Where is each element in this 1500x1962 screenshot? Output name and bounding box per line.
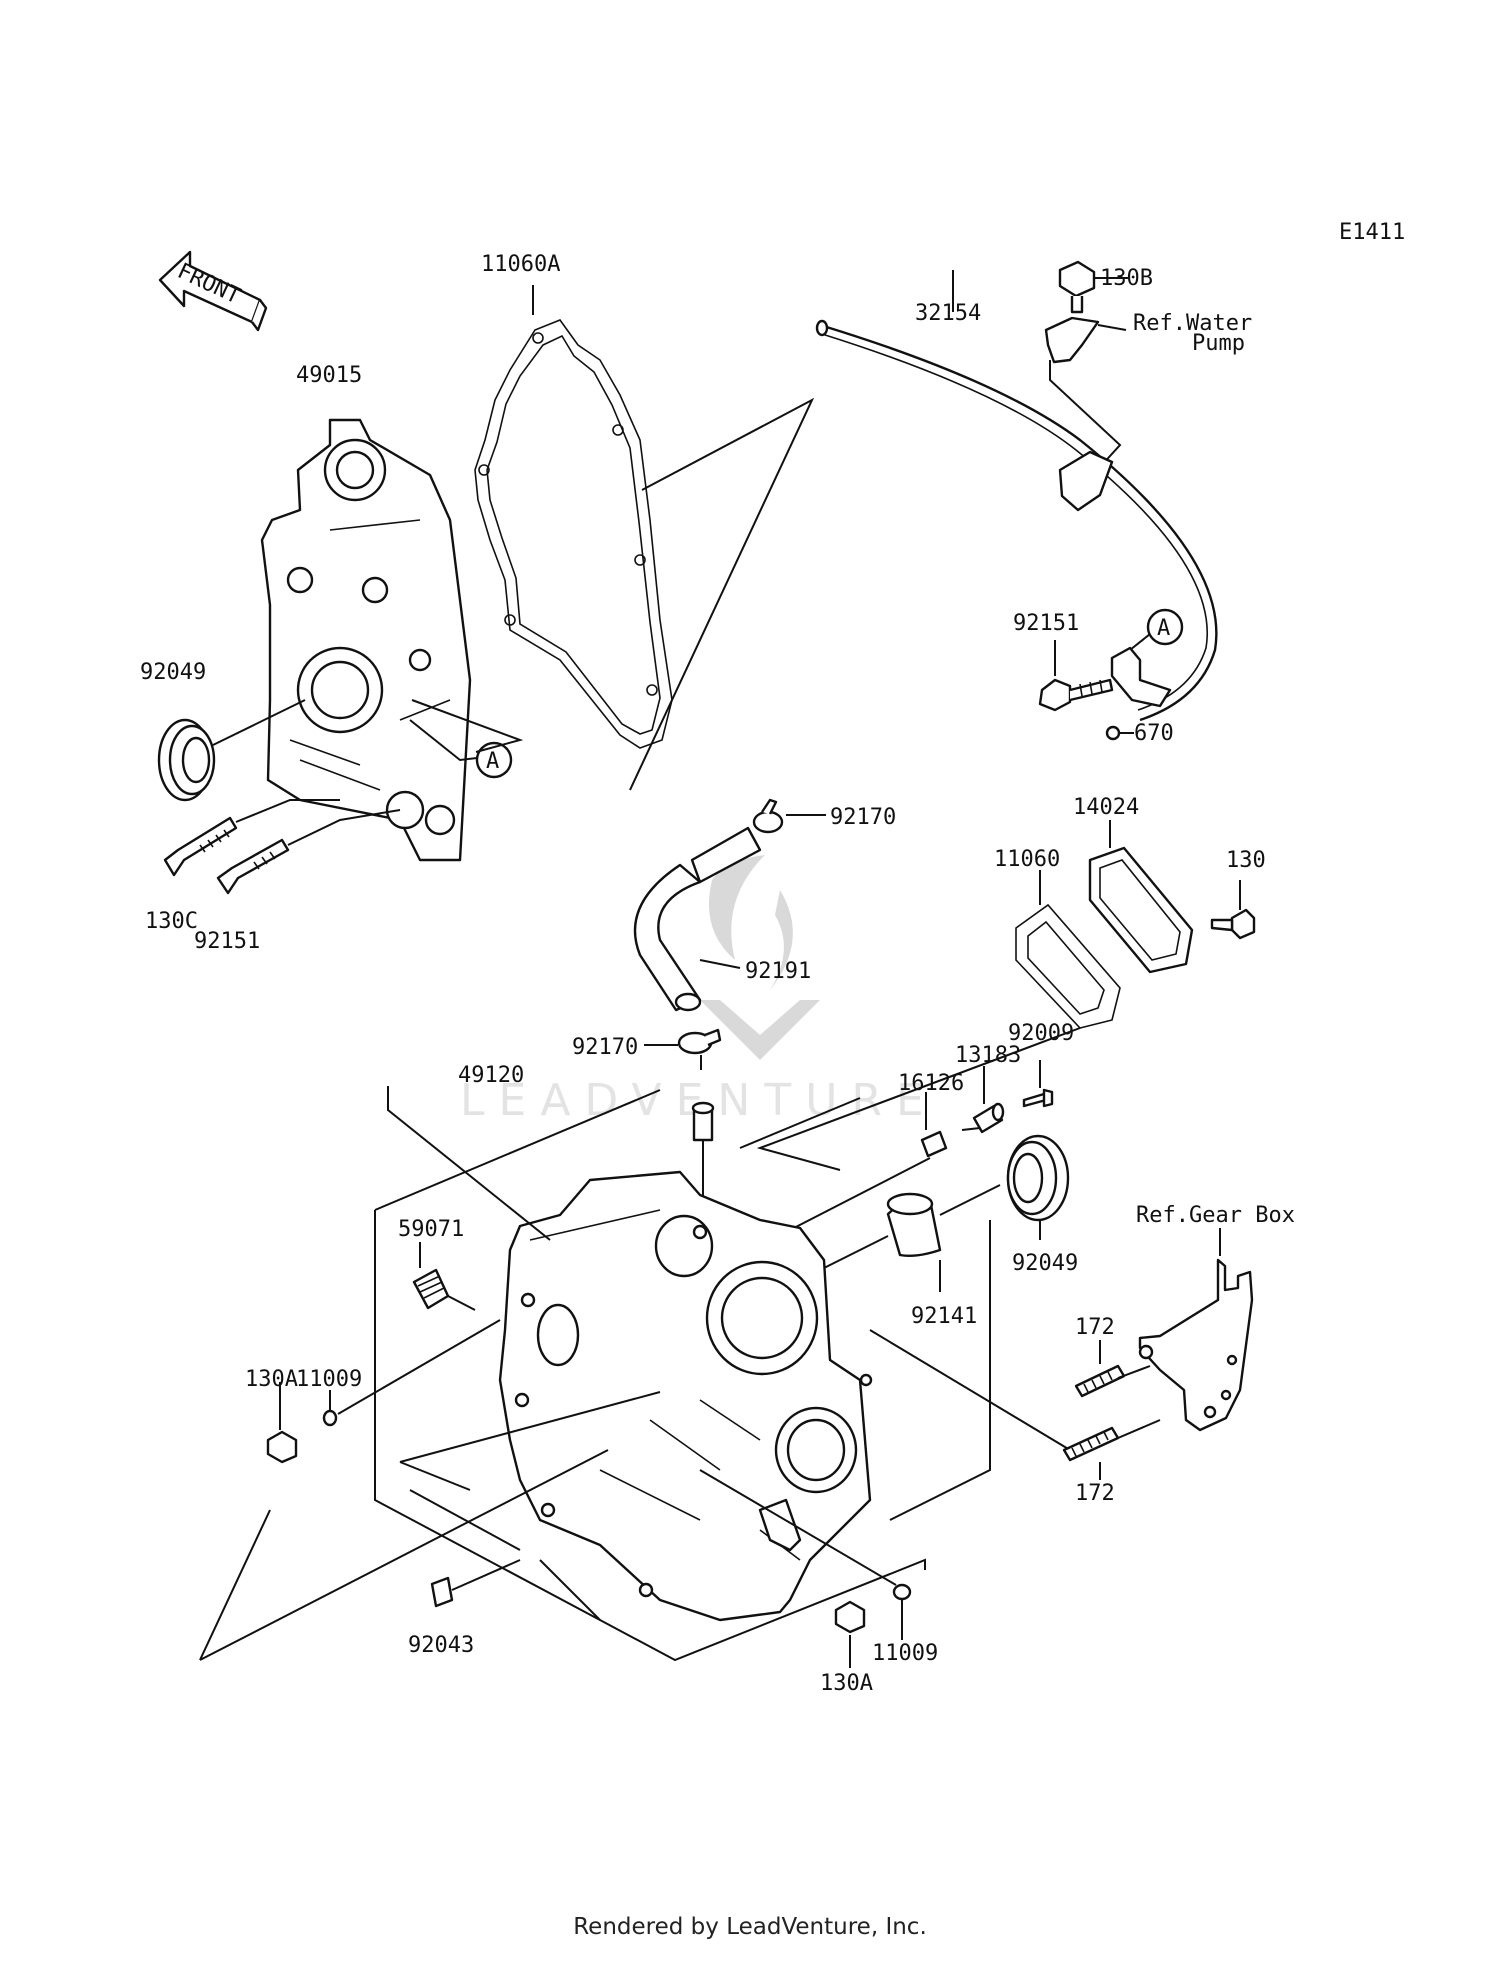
- part-92049-seal-right: [1006, 1134, 1070, 1222]
- part-130c-bolt: [163, 816, 238, 877]
- callout-a-circle-right: [1146, 608, 1184, 646]
- label-14024: 14024: [1073, 795, 1139, 820]
- part-49015-cover: [260, 418, 472, 862]
- part-59071-breather: [412, 1268, 450, 1310]
- label-92191: 92191: [745, 959, 811, 984]
- part-tube-flange: [1110, 646, 1172, 708]
- part-92191-hose: [633, 826, 762, 1012]
- label-11009-left: 11009: [296, 1367, 362, 1392]
- label-92151-left: 92151: [194, 929, 260, 954]
- watermark-text: LEADVENTURE: [460, 1075, 938, 1126]
- part-11009-washer-right: [892, 1583, 912, 1601]
- front-arrow-icon: FRONT: [158, 250, 268, 332]
- label-13183: 13183: [955, 1043, 1021, 1068]
- label-32154: 32154: [915, 301, 981, 326]
- label-ref-water-pump-2: Pump: [1192, 331, 1245, 356]
- label-172-lower: 172: [1075, 1481, 1115, 1506]
- label-11009-right: 11009: [872, 1641, 938, 1666]
- part-14024-plate: [1088, 846, 1194, 974]
- label-670: 670: [1134, 721, 1174, 746]
- part-clamp: [1044, 316, 1100, 364]
- part-92151-bolt-right: [1038, 678, 1114, 712]
- part-92151-bolt-left: [216, 838, 290, 895]
- label-130: 130: [1226, 848, 1266, 873]
- part-92170-clamp-top: [752, 798, 784, 834]
- label-92170-bottom: 92170: [572, 1035, 638, 1060]
- label-92151-right: 92151: [1013, 611, 1079, 636]
- part-gear-box-bracket: [1138, 1258, 1254, 1432]
- label-130b: 130B: [1100, 266, 1153, 291]
- label-92141: 92141: [911, 1304, 977, 1329]
- label-92049-right: 92049: [1012, 1251, 1078, 1276]
- part-130a-bolt-right: [834, 1600, 866, 1634]
- label-130c: 130C: [145, 909, 198, 934]
- part-labels: 11060A 49015 92049 130C 92151 32154 130B…: [140, 252, 1295, 1696]
- part-130b-bolt: [1058, 260, 1096, 314]
- leadventure-watermark: LEADVENTURE: [460, 855, 938, 1126]
- diagram-code: E1411: [1339, 220, 1405, 245]
- part-tube-bracket: [1058, 450, 1114, 512]
- callout-a-left: A: [486, 749, 499, 774]
- part-32154-tube: [815, 319, 1218, 722]
- part-11009-washer-left: [322, 1409, 338, 1427]
- label-172-upper: 172: [1075, 1315, 1115, 1340]
- label-11060a: 11060A: [481, 252, 560, 277]
- label-130a-left: 130A: [245, 1367, 298, 1392]
- footer-credit: Rendered by LeadVenture, Inc.: [573, 1914, 927, 1940]
- part-49120-crankcase: [498, 1170, 873, 1622]
- part-11060a-gasket: [474, 319, 673, 749]
- part-92009-screw: [1022, 1088, 1054, 1108]
- part-130-bolt: [1210, 908, 1256, 940]
- part-11060-gasket: [1015, 903, 1121, 1029]
- label-92009: 92009: [1008, 1021, 1074, 1046]
- part-130a-bolt-left: [266, 1430, 298, 1464]
- part-172-stud-upper: [1074, 1364, 1126, 1398]
- part-92043-dowel: [430, 1576, 454, 1608]
- part-92170-clamp-bottom: [677, 1028, 722, 1055]
- label-49120: 49120: [458, 1063, 524, 1088]
- label-11060: 11060: [994, 847, 1060, 872]
- part-92049-seal-left: [157, 718, 216, 802]
- label-59071: 59071: [398, 1217, 464, 1242]
- part-fitting: [691, 1101, 715, 1142]
- part-16126-pin: [920, 1130, 948, 1158]
- label-92043: 92043: [408, 1633, 474, 1658]
- label-92049-left: 92049: [140, 660, 206, 685]
- label-92170-top: 92170: [830, 805, 896, 830]
- label-49015: 49015: [296, 363, 362, 388]
- callout-a-circle: [475, 741, 513, 779]
- part-172-stud-lower: [1062, 1426, 1120, 1462]
- part-92141-bushing: [886, 1192, 942, 1258]
- label-ref-water-pump-1: Ref.Water: [1133, 311, 1252, 336]
- label-16126: 16126: [898, 1071, 964, 1096]
- part-670-oring: [1105, 725, 1121, 741]
- label-ref-gear-box: Ref.Gear Box: [1136, 1203, 1295, 1228]
- callout-a-right: A: [1157, 616, 1170, 641]
- label-130a-right: 130A: [820, 1671, 873, 1696]
